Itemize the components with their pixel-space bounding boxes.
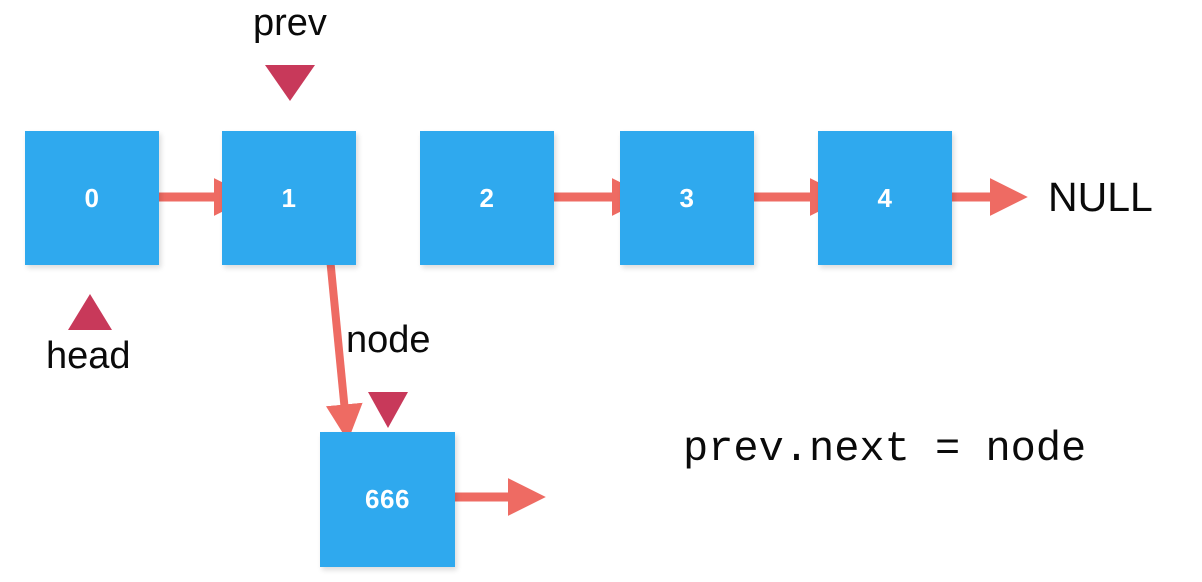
node-value: 3	[679, 182, 695, 213]
list-node-3[interactable]: 3	[620, 131, 754, 265]
prev-pointer-triangle-icon	[265, 65, 315, 101]
node-value: 666	[365, 484, 410, 514]
head-pointer-triangle-icon	[68, 294, 112, 330]
null-terminator-label: NULL	[1048, 174, 1153, 220]
node-value: 0	[84, 182, 100, 213]
pointer-label-node: node	[346, 319, 431, 361]
list-node-4[interactable]: 4	[818, 131, 952, 265]
list-node-1[interactable]: 1	[222, 131, 356, 265]
list-node-0[interactable]: 0	[25, 131, 159, 265]
pointer-label-prev: prev	[253, 2, 327, 44]
list-node-new[interactable]: 666	[320, 432, 455, 567]
list-node-2[interactable]: 2	[420, 131, 554, 265]
operation-caption: prev.next = node	[683, 425, 1087, 473]
node-value: 2	[479, 182, 495, 213]
node-value: 4	[877, 182, 893, 213]
pointer-label-head: head	[46, 335, 131, 377]
node-value: 1	[281, 182, 297, 213]
node-pointer-triangle-icon	[368, 392, 408, 428]
